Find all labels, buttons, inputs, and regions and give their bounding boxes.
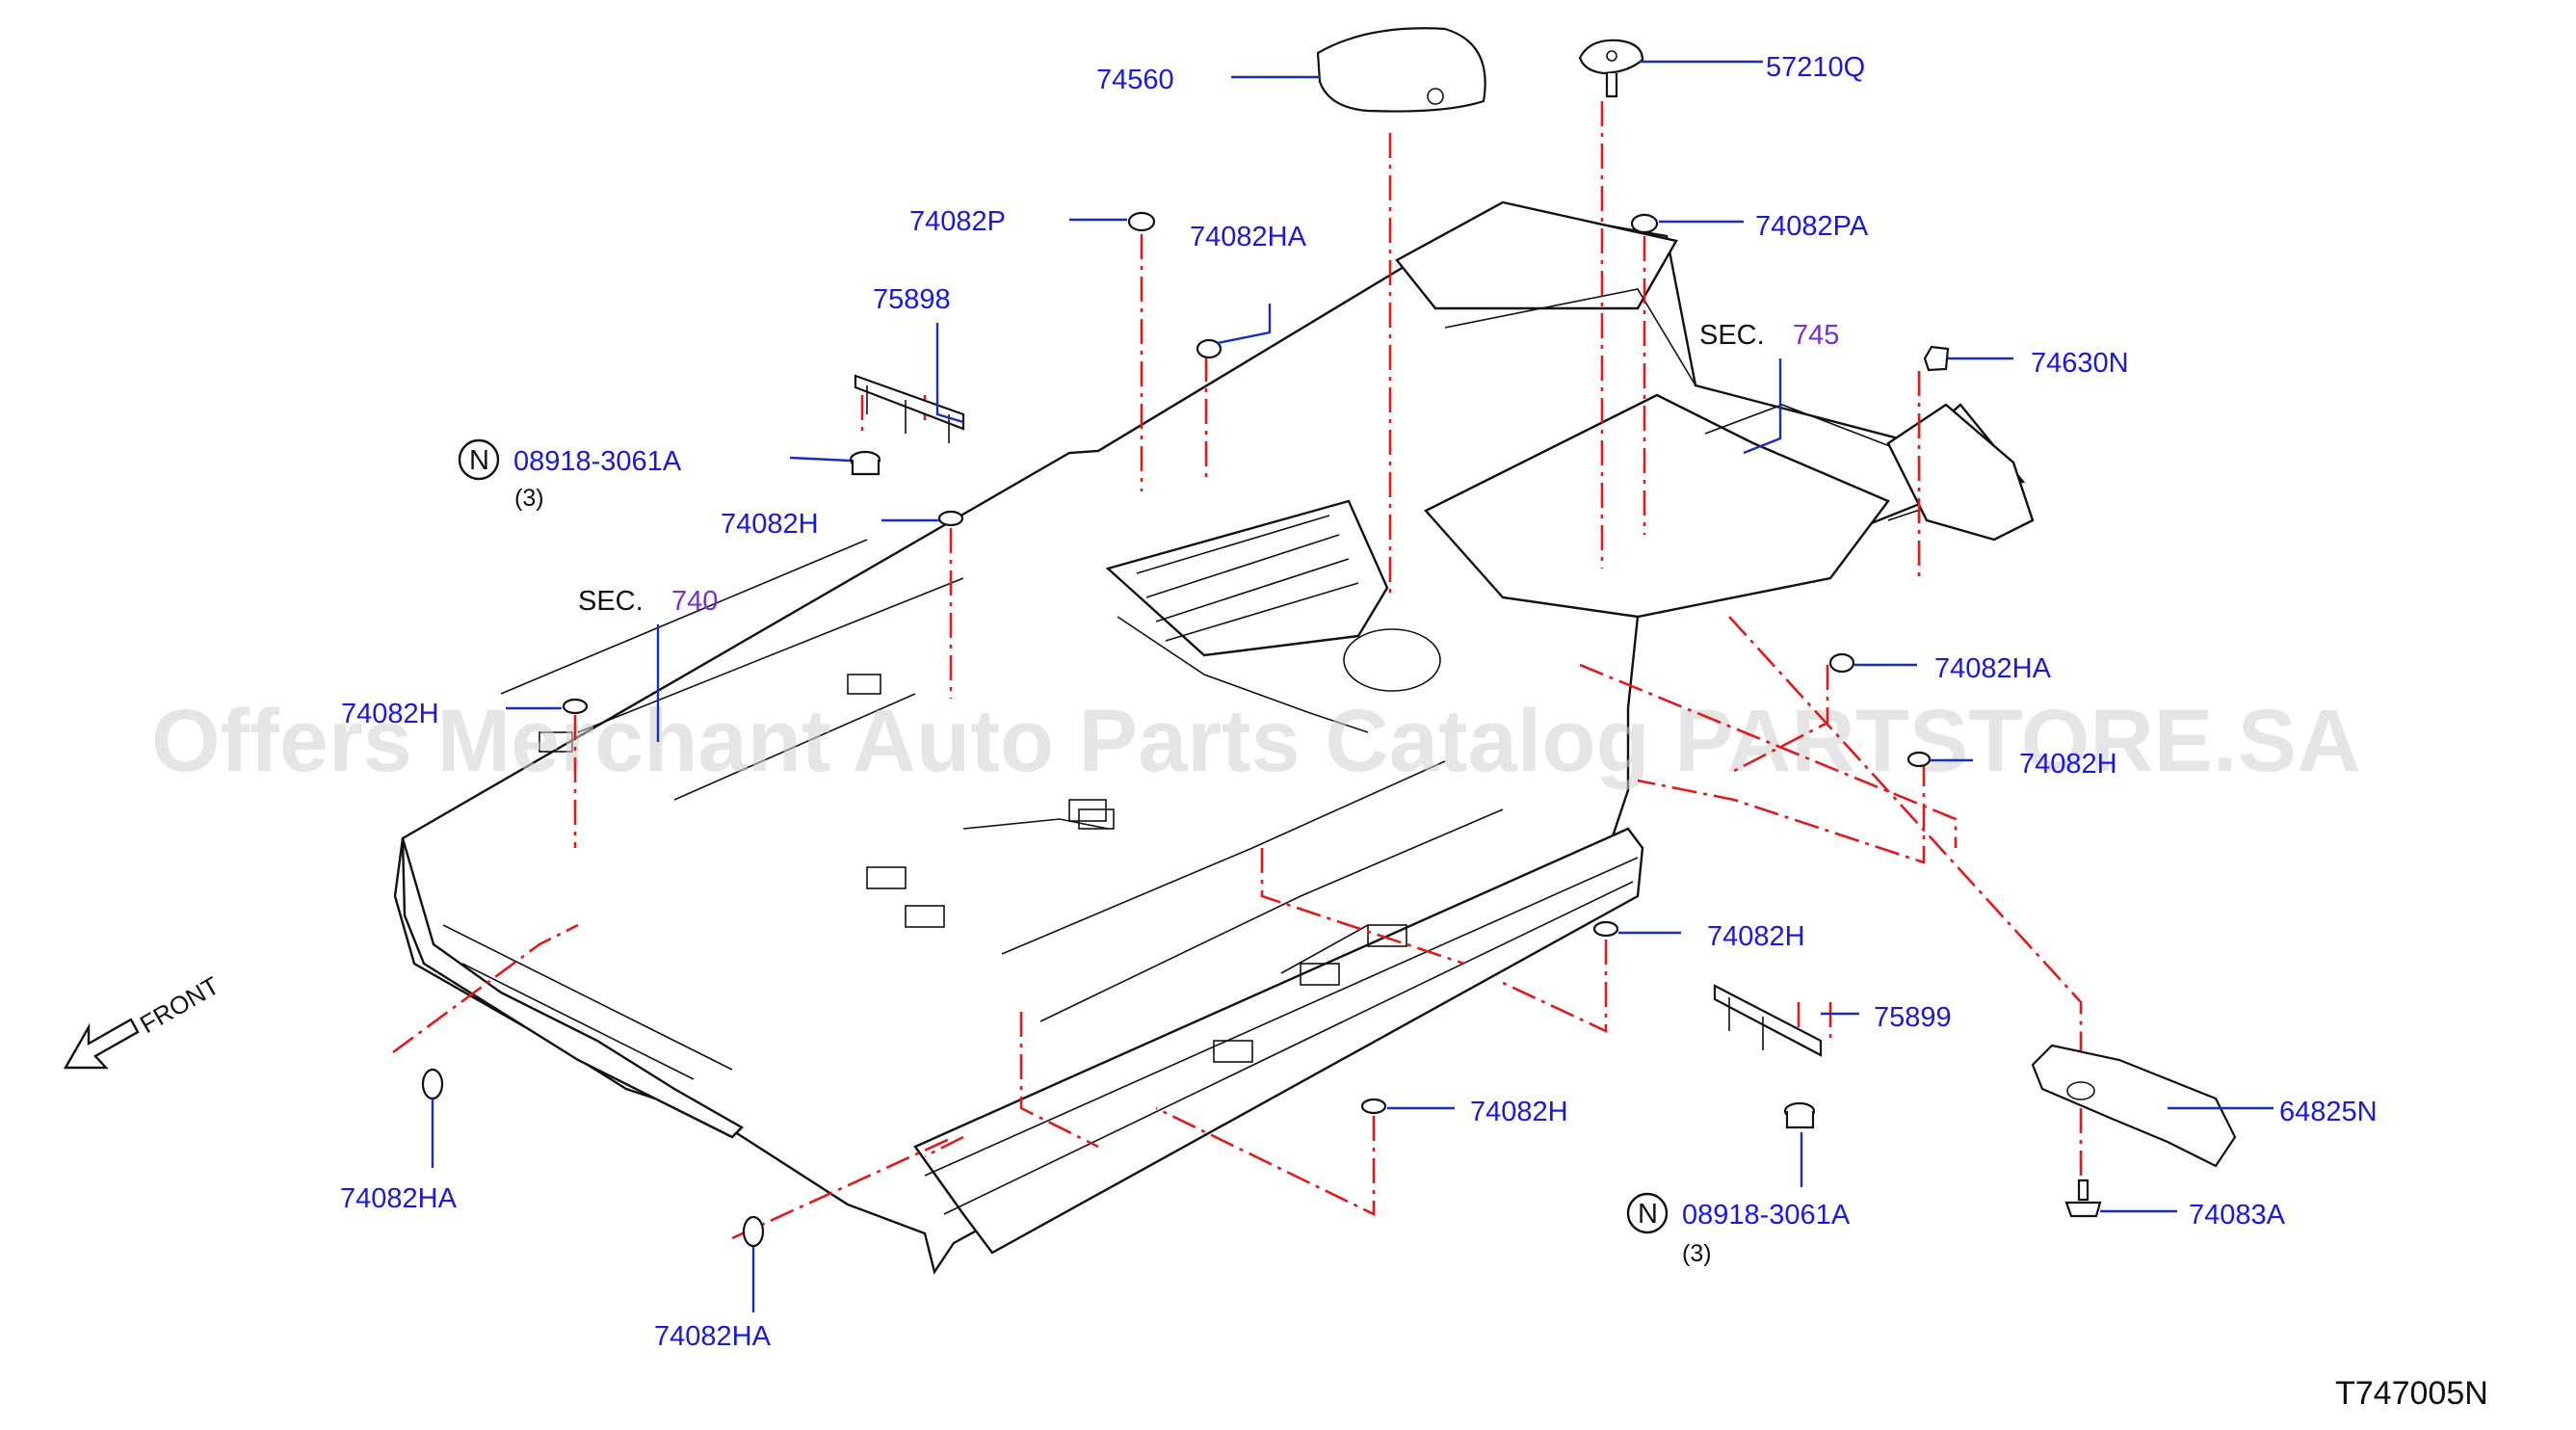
- part-74082ha-plug-left: [421, 1068, 444, 1100]
- callout-08918-3061a-right: 08918-3061A: [1682, 1200, 1851, 1231]
- callout-74083a: 74083A: [2189, 1200, 2286, 1231]
- part-75899-bracket: [1713, 984, 1823, 1057]
- part-74082h-plug-3: [1906, 751, 1932, 768]
- part-74082ha-plug-top: [1196, 338, 1222, 359]
- callout-74082ha-left: 74082HA: [340, 1183, 458, 1214]
- callout-08918-right: N 08918-3061A (3): [1626, 1192, 1851, 1267]
- part-75898-bracket: [854, 374, 965, 443]
- sec-number-745: 745: [1793, 320, 1839, 351]
- sec-740-ref: SEC. 740: [578, 586, 718, 617]
- part-74082h-plug-5: [1360, 1098, 1387, 1115]
- callout-74082h-5: 74082H: [1470, 1097, 1568, 1127]
- install-guide-lines: [392, 101, 2083, 1240]
- callout-74560: 74560: [1096, 65, 1174, 95]
- sec-745-ref: SEC. 745: [1699, 320, 1839, 351]
- callout-64825n: 64825N: [2279, 1097, 2378, 1127]
- callout-74082h-3: 74082H: [2019, 749, 2117, 780]
- leader-lines: [431, 60, 2274, 1312]
- callout-57210q: 57210Q: [1766, 52, 1865, 83]
- part-74630n-clip: [1923, 345, 1950, 372]
- part-57210q-grommet: [1578, 39, 1644, 98]
- part-74560-cover: [1316, 27, 1486, 113]
- part-08918-nut-left: [849, 450, 881, 476]
- callout-74082pa: 74082PA: [1755, 211, 1869, 242]
- callout-74082ha-bottom: 74082HA: [654, 1321, 772, 1352]
- callout-labels: 74560 57210Q 74082P 74082HA 74082PA 7589…: [340, 52, 2378, 1352]
- callout-75899: 75899: [1874, 1002, 1952, 1033]
- qty-left: (3): [514, 485, 544, 512]
- sec-prefix-740: SEC.: [578, 586, 644, 617]
- front-direction-indicator: FRONT: [63, 970, 224, 1070]
- part-74083a-bolt: [2064, 1178, 2102, 1218]
- nut-badge-letter: N: [1638, 1199, 1658, 1230]
- callout-08918-3061a-left: 08918-3061A: [513, 446, 682, 477]
- part-08918-nut-right: [1783, 1101, 1816, 1129]
- nut-badge-circle: [458, 438, 500, 481]
- sec-number-740: 740: [671, 586, 718, 617]
- callout-74082ha-top: 74082HA: [1190, 222, 1307, 252]
- diagram-id: T747005N: [2335, 1375, 2488, 1412]
- part-74082p-plug: [1127, 211, 1156, 232]
- nut-badge-circle: [1626, 1192, 1669, 1234]
- callout-75898: 75898: [873, 284, 951, 315]
- qty-right: (3): [1682, 1240, 1712, 1267]
- part-74082ha-plug-bottom: [742, 1215, 765, 1248]
- callout-74082h-4: 74082H: [1707, 921, 1805, 952]
- part-74082h-plug-2: [562, 698, 589, 715]
- front-label: FRONT: [135, 970, 224, 1039]
- nut-badge-letter: N: [469, 445, 489, 476]
- sec-prefix-745: SEC.: [1699, 320, 1765, 351]
- callout-74082h-1: 74082H: [721, 509, 819, 540]
- front-arrow-icon: [63, 1018, 140, 1070]
- part-74082ha-plug-right: [1828, 652, 1855, 674]
- part-74082h-plug-1: [937, 510, 964, 527]
- part-74082pa-plug: [1630, 213, 1659, 234]
- callout-08918-left: N 08918-3061A (3): [458, 438, 682, 512]
- part-64825n-bracket: [2031, 1044, 2237, 1168]
- callout-74630n: 74630N: [2031, 348, 2129, 379]
- callout-74082p: 74082P: [909, 206, 1006, 237]
- callout-74082ha-right: 74082HA: [1934, 653, 2052, 684]
- callout-74082h-2: 74082H: [341, 699, 439, 729]
- part-74082h-plug-4: [1592, 920, 1619, 938]
